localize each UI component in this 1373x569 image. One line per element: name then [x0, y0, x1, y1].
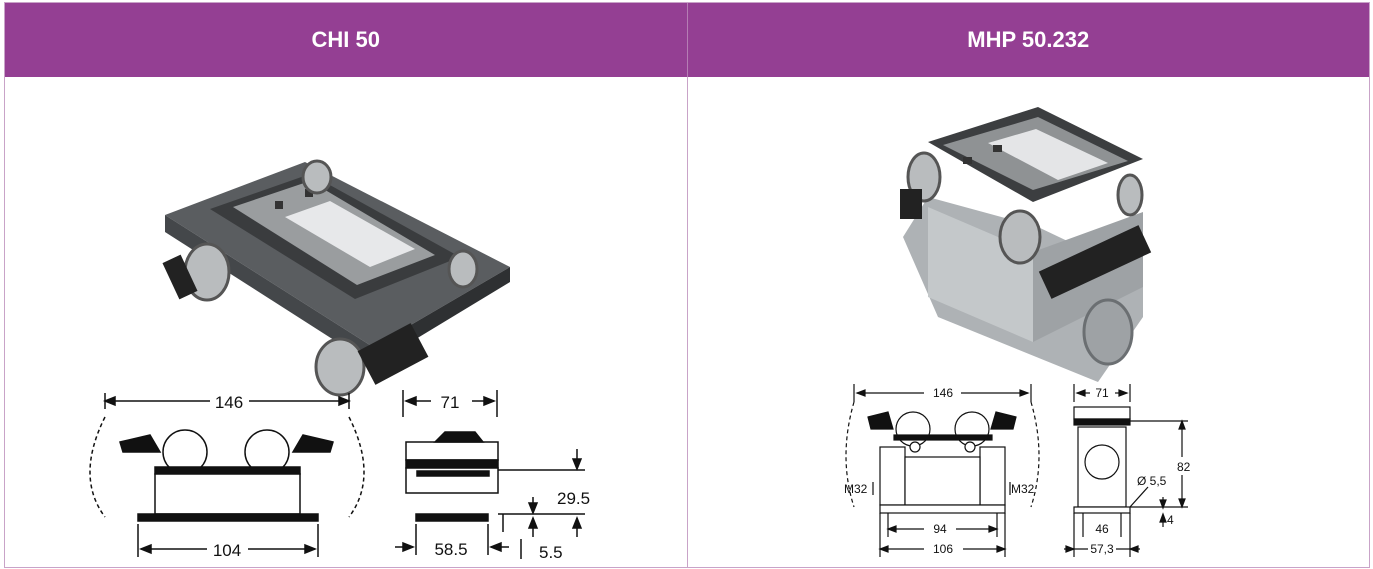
drawing-side-chi50: [395, 390, 585, 559]
dim-width-top: 146: [215, 393, 243, 412]
cell-chi50: 146 104: [5, 77, 687, 567]
product-photo-chi50: [162, 159, 510, 397]
dim-base-width: 106: [932, 542, 952, 556]
dim-base-outer: 57,3: [1090, 542, 1114, 556]
header-row: CHI 50 MHP 50.232: [5, 3, 1369, 77]
dim-height: 82: [1177, 460, 1191, 474]
dim-side-height: 29.5: [557, 489, 590, 508]
thread-left-label: M32: [844, 482, 868, 496]
drawing-side-mhp50232: [1063, 384, 1188, 557]
drawing-front-chi50: [89, 393, 365, 557]
dim-hole: Ø 5,5: [1137, 474, 1167, 488]
product-table: CHI 50 MHP 50.232: [4, 2, 1370, 568]
thread-right-label: M32: [1011, 482, 1035, 496]
cell-mhp50232: 146 M32 M32 94 106: [686, 77, 1370, 567]
dim-flange: 4: [1167, 513, 1174, 527]
dim-flange: 5.5: [539, 543, 563, 562]
dim-width-bottom: 104: [213, 541, 241, 560]
product-title-chi50: CHI 50: [311, 27, 380, 52]
dim-width-top: 146: [932, 386, 952, 400]
product-photo-mhp50232: [899, 107, 1151, 382]
dim-side-top: 71: [1095, 386, 1109, 400]
drawing-front-mhp50232: [844, 384, 1040, 557]
body-row: 146 104: [5, 77, 1369, 567]
dim-side-top: 71: [441, 393, 460, 412]
dim-side-bottom: 58.5: [434, 540, 467, 559]
dim-inner-width: 94: [933, 522, 947, 536]
dim-base-inner: 46: [1095, 522, 1109, 536]
product-title-mhp50232: MHP 50.232: [686, 3, 1370, 77]
